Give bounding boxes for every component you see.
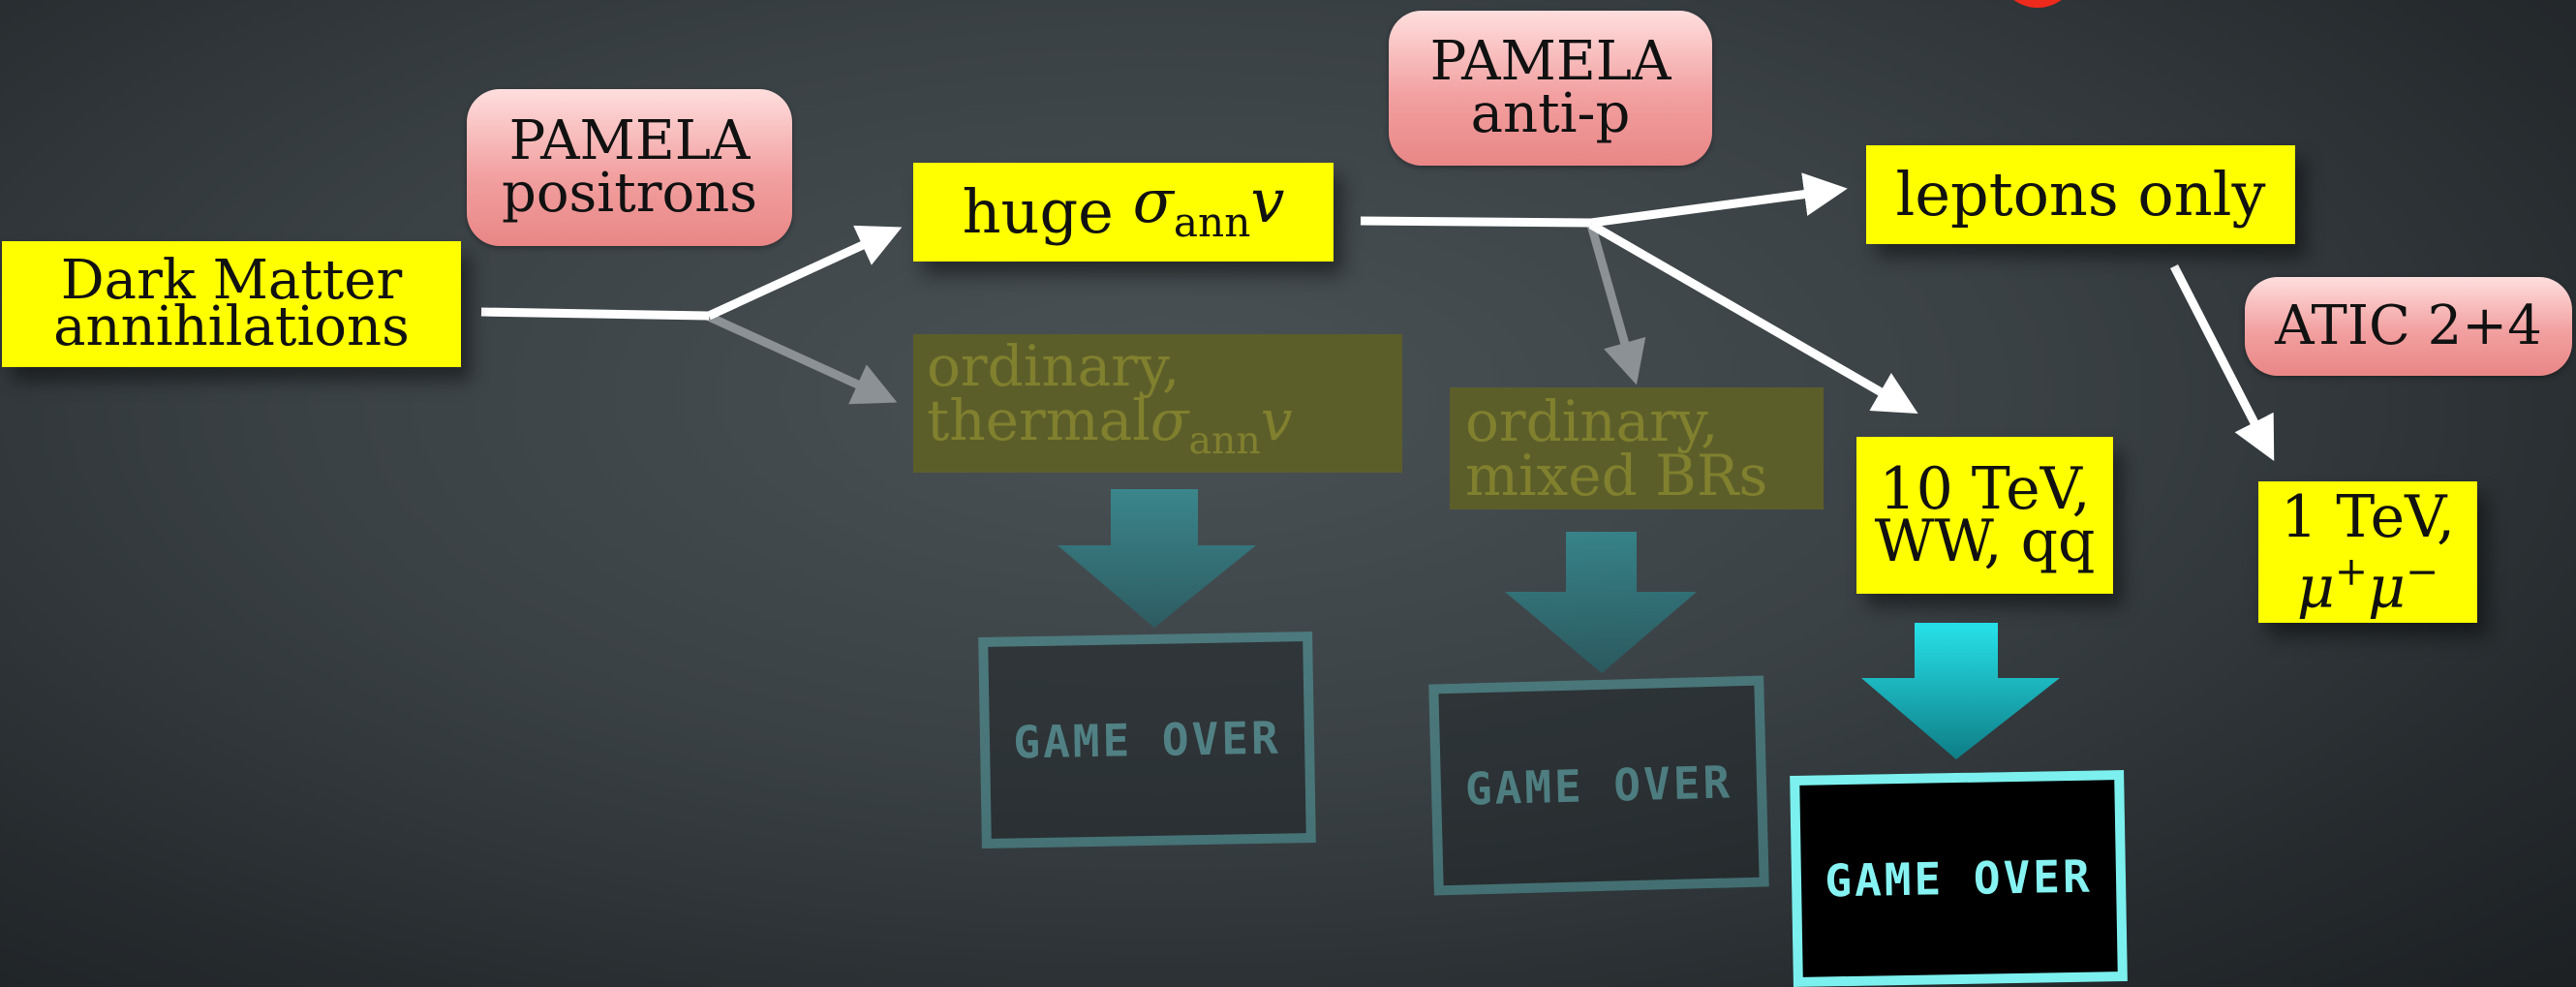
ordinary-mixed-line1: ordinary, [1465, 388, 1719, 454]
down-arrow-1-icon [1058, 489, 1256, 628]
huge-word: huge [962, 176, 1114, 247]
ordinary-thermal-box: ordinary, thermalσannv [913, 334, 1402, 473]
ordinary-thermal-line2: thermalσannv [927, 387, 1293, 463]
arrow-to-ordinary-thermal [705, 311, 898, 405]
huge-sigma-ann-v: σannv [1132, 166, 1285, 246]
tev1-line1: 1 TeV, [2280, 482, 2456, 551]
arrow-to-10tev [1588, 221, 1918, 415]
dark-matter-line2: annihilations [53, 295, 410, 358]
tev10-line2: WW, qq [1874, 508, 2096, 575]
ordinary-mixed-box: ordinary, mixed BRs [1450, 387, 1824, 509]
dark-matter-line1: Dark Matter [60, 249, 403, 312]
connector-huge [1360, 216, 1592, 228]
pamela-antip-tag: PAMELA anti-p [1389, 11, 1712, 166]
leptons-only-box: leptons only [1866, 145, 2295, 244]
pamela-antip-line2: anti-p [1470, 82, 1631, 145]
ordinary-thermal-line1: ordinary, [927, 333, 1181, 400]
arrow-to-huge [707, 225, 903, 321]
atic-tag: ATIC 2+4 [2245, 277, 2572, 376]
pamela-positrons-line1: PAMELA [508, 109, 751, 172]
arrow-to-1tev [2169, 263, 2275, 462]
tev10-box: 10 TeV, WW, qq [1856, 437, 2113, 594]
tev1-box: 1 TeV, μ+μ− [2258, 481, 2477, 623]
game-over-text-2: GAME OVER [1464, 756, 1733, 816]
tev10-line1: 10 TeV, [1879, 455, 2091, 523]
game-over-screen-2: GAME OVER [1428, 675, 1769, 896]
leptons-only-label: leptons only [1895, 159, 2266, 230]
down-arrow-2-icon [1505, 532, 1697, 673]
down-arrow-3-icon [1861, 623, 2060, 759]
tev1-mu-pair: μ+μ− [2296, 547, 2439, 622]
pamela-antip-line1: PAMELA [1429, 30, 1671, 93]
pamela-positrons-tag: PAMELA positrons [467, 89, 792, 246]
game-over-screen-3: GAME OVER [1790, 770, 2128, 987]
arrow-to-ordinary-mixed [1586, 223, 1646, 386]
pamela-positrons-line2: positrons [501, 162, 757, 225]
ordinary-mixed-line2: mixed BRs [1465, 443, 1768, 509]
game-over-text-1: GAME OVER [1012, 711, 1282, 769]
game-over-text-3: GAME OVER [1824, 849, 2094, 908]
red-corner-shape [1997, 0, 2078, 8]
huge-sigma-box: huge σannv [913, 163, 1334, 262]
dark-matter-box: Dark Matter annihilations [2, 241, 461, 367]
connector-dark-matter [480, 307, 710, 321]
game-over-screen-1: GAME OVER [978, 632, 1316, 848]
arrow-to-leptons [1590, 172, 1848, 228]
atic-label: ATIC 2+4 [2275, 294, 2542, 357]
